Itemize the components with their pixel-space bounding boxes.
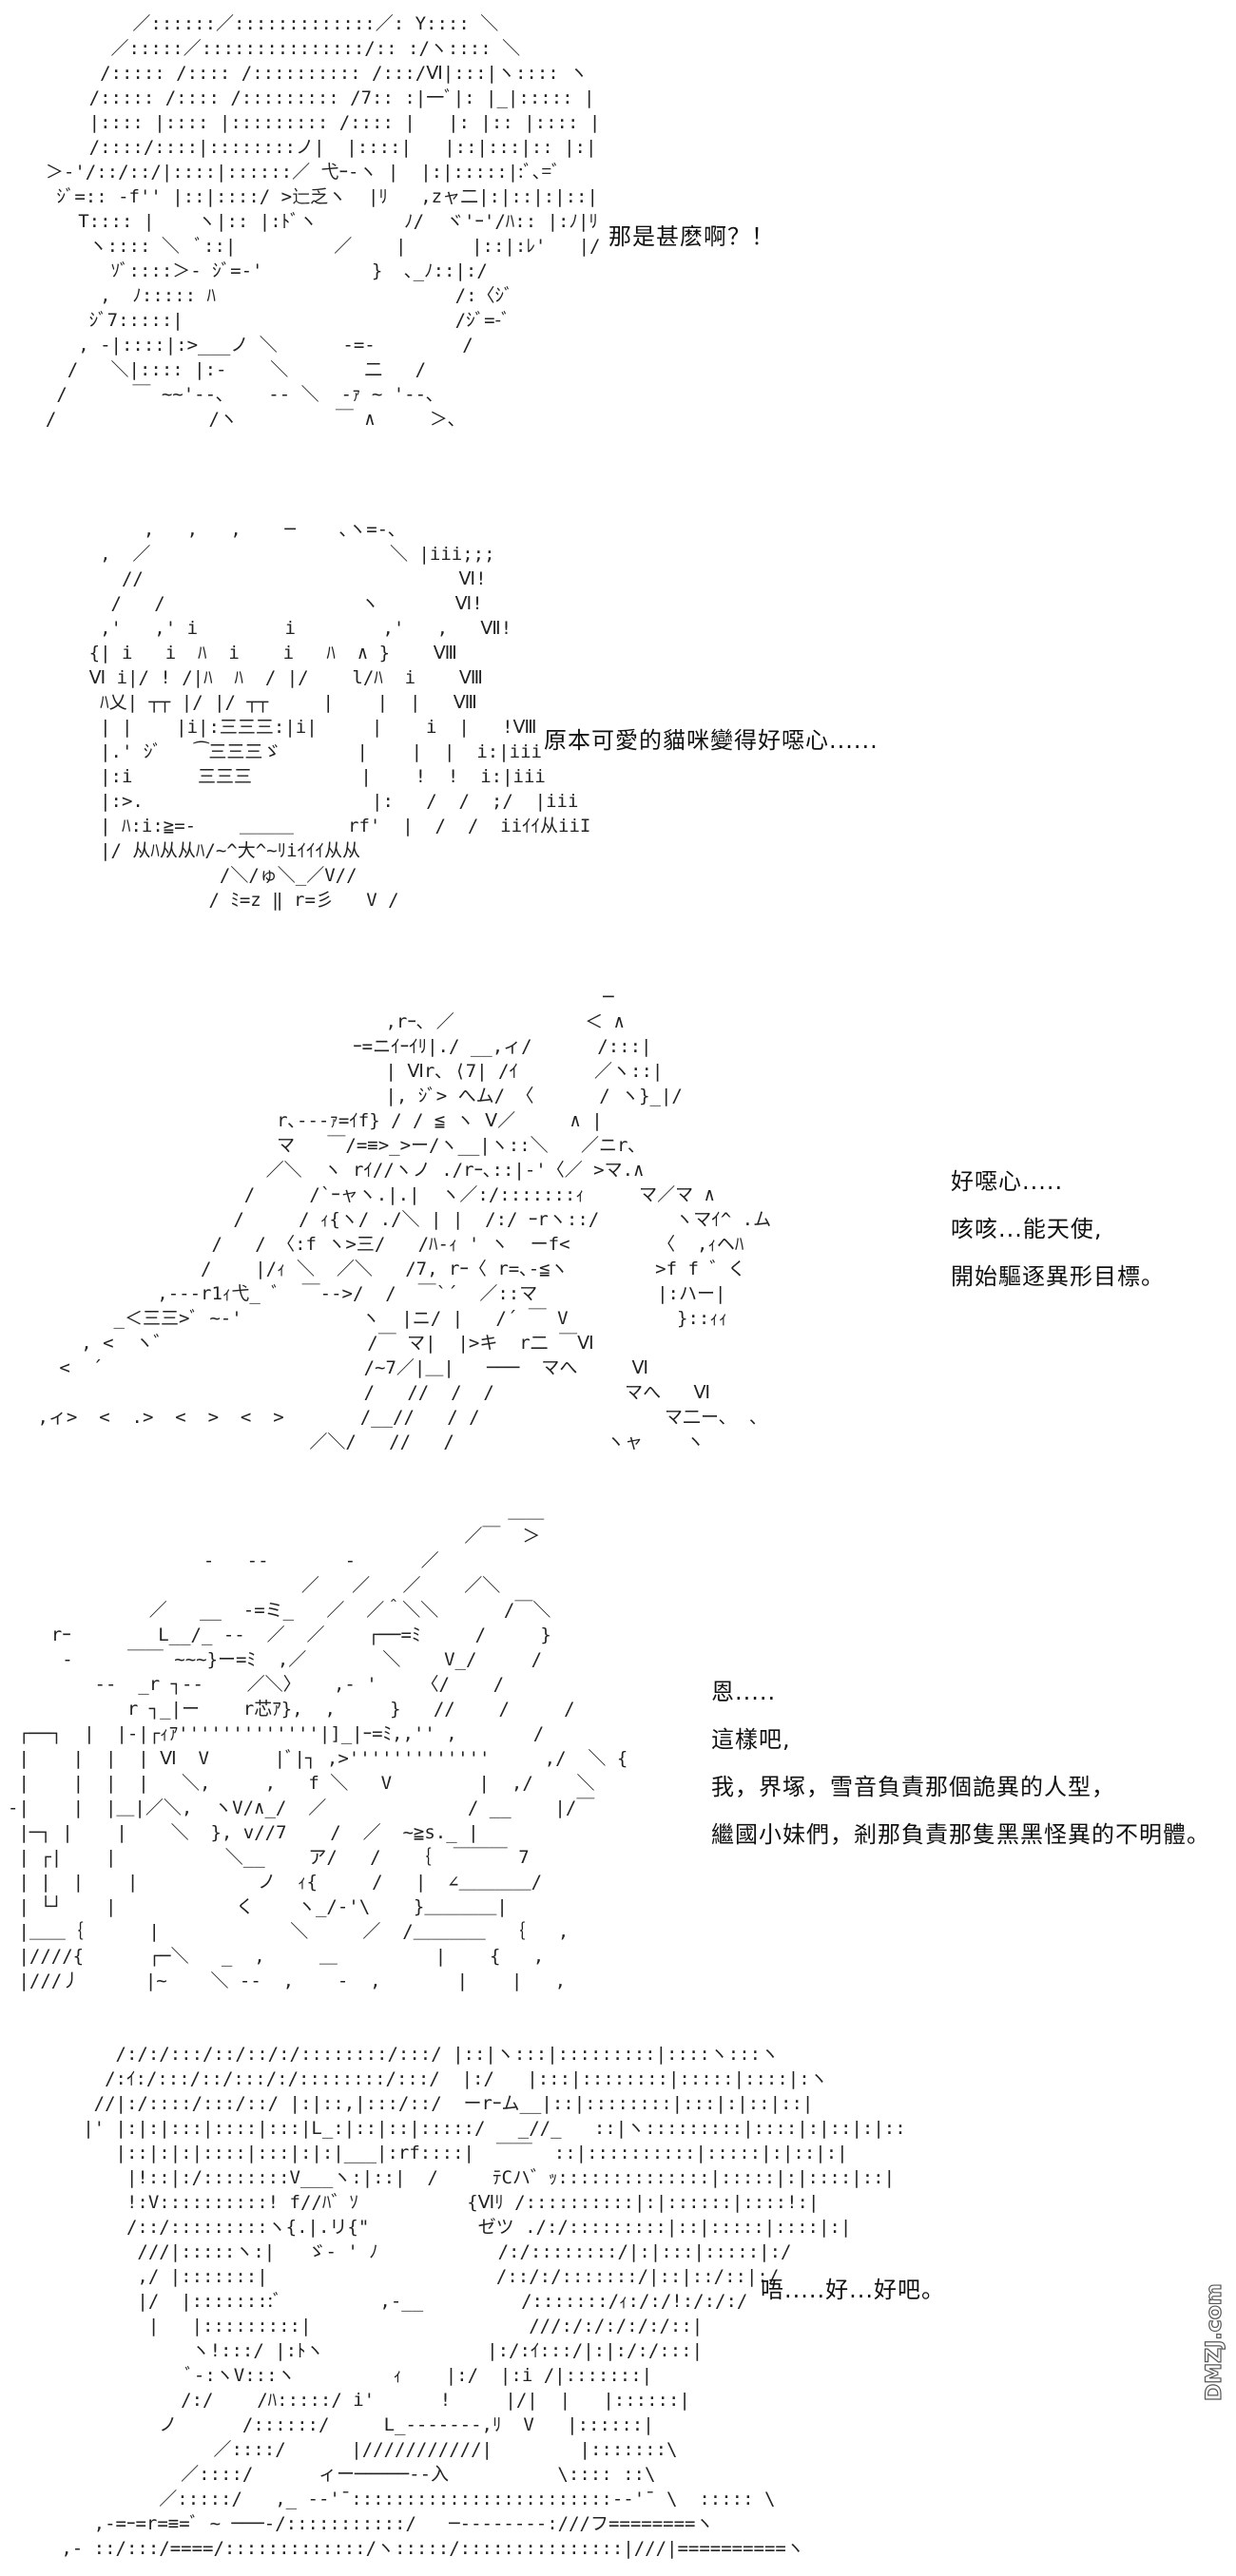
panel-5: /:/:/:::/::/::/:/::::::::/:::/ |::|ヽ:::|…	[0, 2034, 1236, 2576]
panel-2: , , , ─ ､ヽ=-､ , ／ ＼ |iii;;; // Ⅵ! / / ヽ …	[0, 485, 1236, 941]
panel-3-dialogue: 好噁心..... 咳咳...能天使, 開始驅逐異形目標。	[951, 1158, 1165, 1300]
dialogue-line: 原本可愛的貓咪變得好噁心......	[544, 727, 879, 754]
panel-1: ／::::::／:::::::::::::／: Y:::: ＼ ／:::::／:…	[0, 0, 1236, 475]
panel-3: ─ ,rｰ､ ／ ＜ ∧ ｰ=ニｲｰｲﾘ|./ __,ィ/ /:::| | Ⅵr…	[0, 979, 1236, 1483]
dialogue-line: 唔.....好...好吧。	[761, 2277, 946, 2303]
panel-1-ascii-art: ／::::::／:::::::::::::／: Y:::: ＼ ／:::::／:…	[45, 13, 601, 430]
panel-1-dialogue: 那是甚麽啊？！	[608, 213, 775, 260]
panel-4-dialogue: 恩..... 這樣吧, 我，界塚，雪音負責那個詭異的人型， 繼國小妹們，剎那負責…	[711, 1668, 1210, 1858]
dialogue-line: 這樣吧,	[711, 1726, 791, 1753]
panel-3-ascii-art: ─ ,rｰ､ ／ ＜ ∧ ｰ=ニｲｰｲﾘ|./ __,ィ/ /:::| | Ⅵr…	[37, 987, 772, 1452]
panel-5-ascii-art: /:/:/:::/::/::/:/::::::::/:::/ |::|ヽ:::|…	[61, 2044, 906, 2559]
dialogue-line: 我，界塚，雪音負責那個詭異的人型，	[711, 1774, 1115, 1800]
watermark-logo-icon: DMZJ.com	[1202, 2283, 1226, 2402]
dialogue-line: 恩.....	[711, 1679, 777, 1705]
dialogue-line: 開始驅逐異形目標。	[951, 1263, 1165, 1290]
panel-4-ascii-art: ＿＿ ／￣ ＞ - -‐ - ／ ／ ／ ／ ／＼ ／ __ -=ミ_ ／ ／＾…	[8, 1501, 628, 1991]
dmzj-watermark-logo: DMZJ.com	[1200, 2262, 1230, 2405]
dialogue-line: 好噁心.....	[951, 1168, 1064, 1195]
dialogue-line: 繼國小妹們，剎那負責那隻黑黑怪異的不明體。	[711, 1821, 1210, 1848]
dialogue-line: 咳咳...能天使,	[951, 1216, 1103, 1242]
dialogue-line: 那是甚麽啊？！	[608, 223, 775, 250]
panel-4: ＿＿ ／￣ ＞ - -‐ - ／ ／ ／ ／ ／＼ ／ __ -=ミ_ ／ ／＾…	[0, 1497, 1236, 2010]
panel-2-ascii-art: , , , ─ ､ヽ=-､ , ／ ＼ |iii;;; // Ⅵ! / / ヽ …	[88, 519, 591, 911]
panel-5-dialogue: 唔.....好...好吧。	[761, 2266, 945, 2314]
watermark-text: DMZJ.com	[1203, 2283, 1226, 2401]
panel-2-dialogue: 原本可愛的貓咪變得好噁心......	[544, 717, 879, 764]
